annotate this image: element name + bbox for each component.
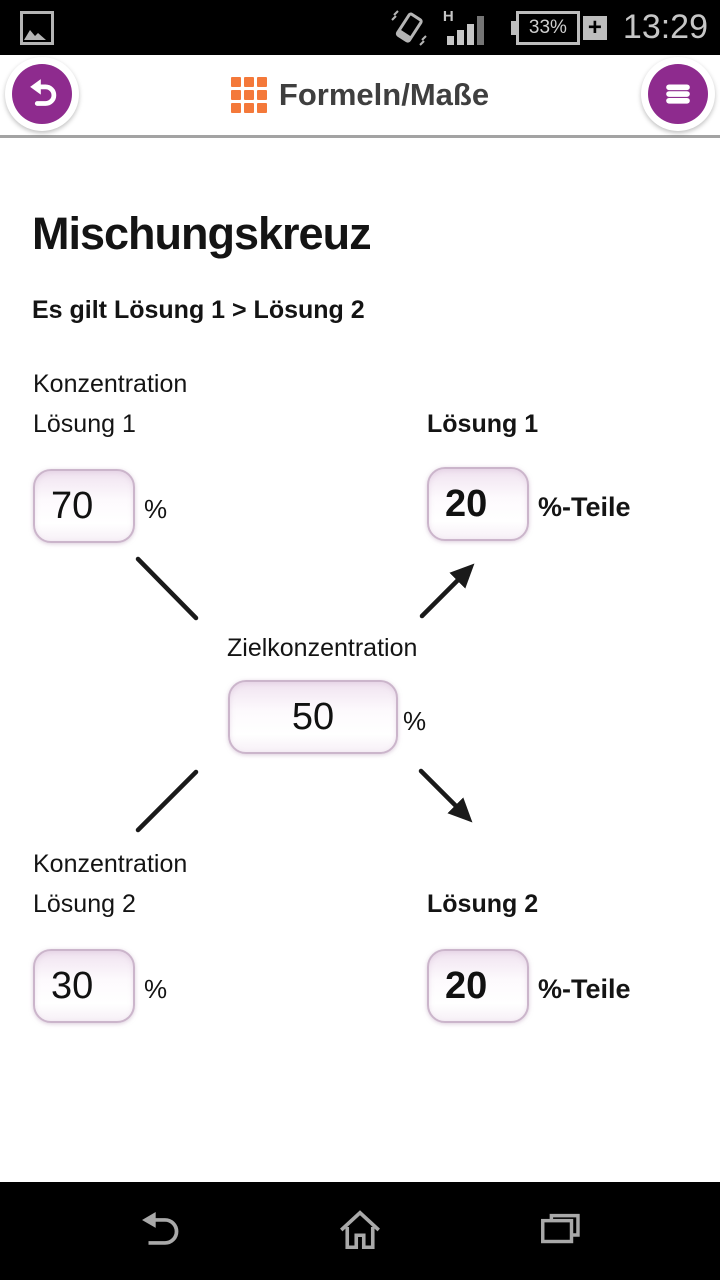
solution1-unit: % (144, 494, 168, 524)
signal-strength-icon: H (443, 8, 499, 48)
solution1-label-line2: Lösung 1 (33, 410, 136, 438)
nav-recents-button[interactable] (490, 1182, 630, 1280)
target-concentration-input[interactable] (228, 680, 398, 754)
page-subtitle: Es gilt Lösung 1 > Lösung 2 (32, 296, 365, 324)
target-label: Zielkonzentration (227, 634, 418, 662)
network-type-label: H (442, 7, 454, 25)
header-title: Formeln/Maße (0, 55, 720, 135)
signal-bars (446, 15, 484, 45)
battery-level: 33% (515, 10, 580, 45)
vibrate-icon (387, 7, 431, 49)
back-icon (12, 64, 72, 124)
battery-nub (510, 20, 516, 35)
solution2-label-line2: Lösung 2 (33, 890, 136, 918)
solution2-unit: % (144, 974, 168, 1004)
solution1-label-line1: Konzentration (33, 370, 188, 398)
line-sol1-to-center (135, 556, 199, 621)
battery-charging-icon: 33% + (510, 10, 607, 45)
solution1-concentration-input[interactable] (33, 469, 135, 543)
image-notification-icon (20, 10, 54, 45)
grid-icon (230, 77, 267, 113)
app-title: Formeln/Maße (278, 77, 490, 112)
menu-button[interactable] (641, 57, 715, 131)
solution2-label-line1: Konzentration (33, 850, 188, 878)
navigation-bar (0, 1182, 720, 1280)
parts2-input[interactable] (427, 949, 529, 1023)
menu-icon (648, 64, 708, 124)
page-title: Mischungskreuz (32, 208, 372, 259)
line-sol2-to-center (135, 769, 199, 833)
nav-back-button[interactable] (90, 1182, 230, 1280)
target-unit: % (403, 706, 427, 736)
nav-recents-icon (536, 1207, 584, 1256)
arrow-center-to-parts1 (419, 563, 475, 619)
nav-home-icon (335, 1206, 385, 1257)
battery-plus-icon: + (582, 15, 607, 40)
parts2-unit: %-Teile (538, 974, 631, 1004)
arrow-center-to-parts2 (418, 768, 473, 823)
status-bar: H 33% + 13:29 (0, 0, 720, 55)
parts1-unit: %-Teile (538, 492, 631, 522)
nav-back-icon (136, 1207, 184, 1256)
parts2-label: Lösung 2 (427, 890, 539, 918)
parts1-input[interactable] (427, 467, 529, 541)
status-bar-right: H 33% + 13:29 (387, 7, 708, 49)
parts1-label: Lösung 1 (427, 410, 539, 438)
back-button[interactable] (5, 57, 79, 131)
clock: 13:29 (622, 8, 708, 46)
nav-home-button[interactable] (290, 1182, 430, 1280)
solution2-concentration-input[interactable] (33, 949, 135, 1023)
app-header: Formeln/Maße (0, 55, 720, 138)
